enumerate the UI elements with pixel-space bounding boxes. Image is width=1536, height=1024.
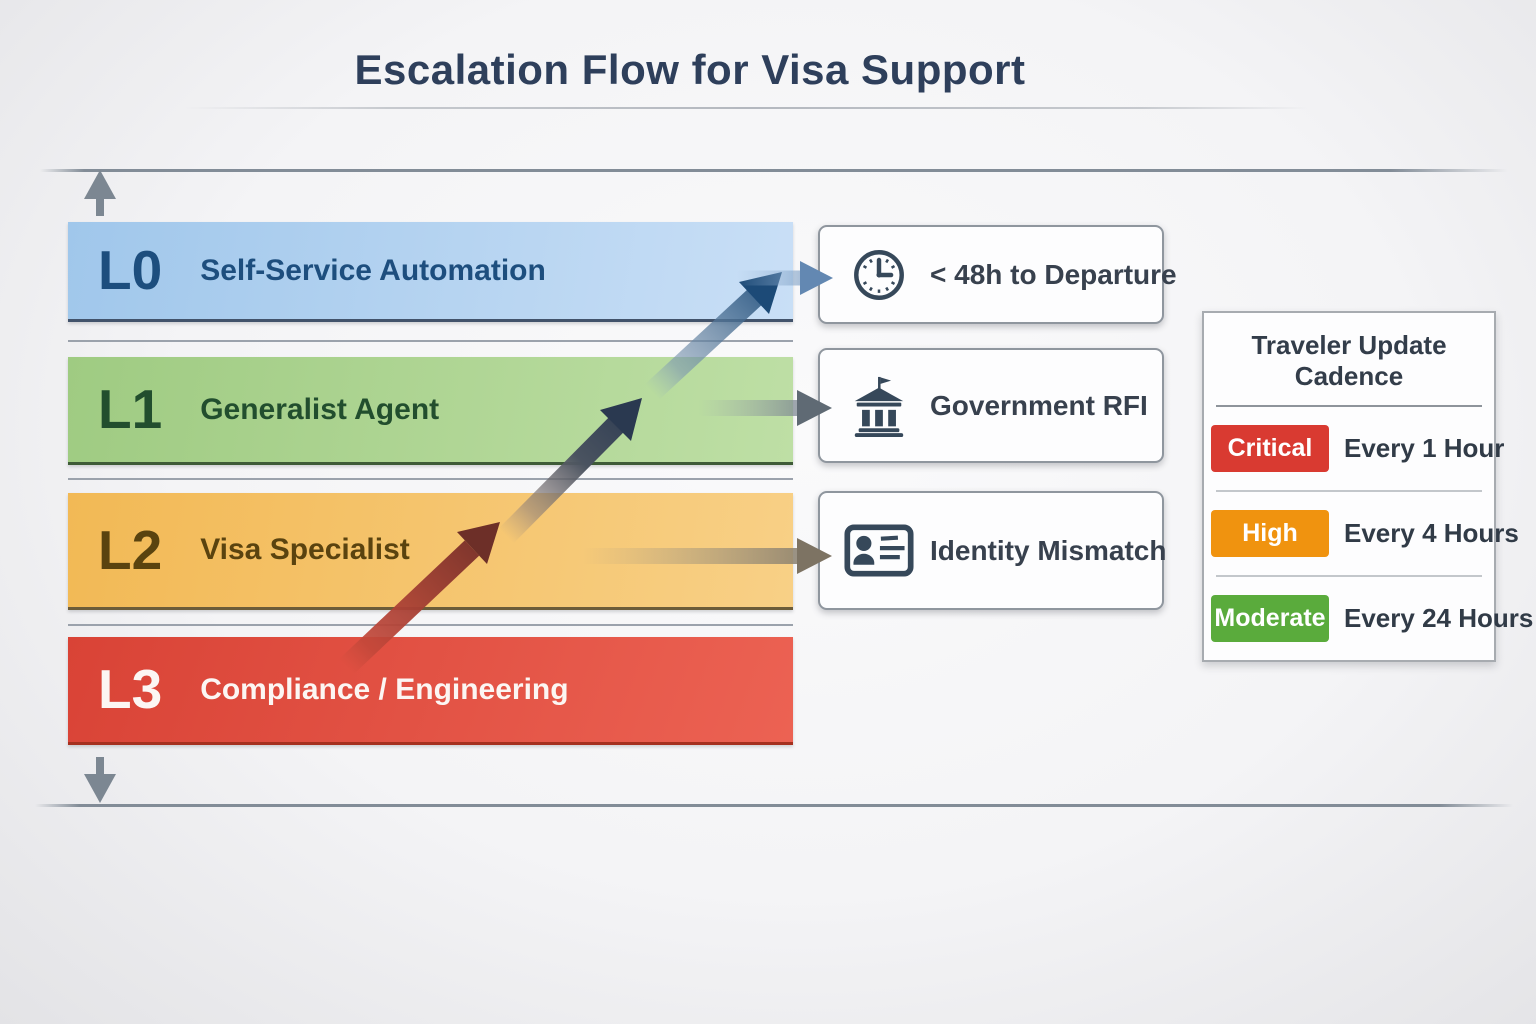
legend-row-critical: Critical Every 1 Hour <box>1204 407 1504 490</box>
bar-divider-line <box>68 340 793 342</box>
legend-row-moderate: Moderate Every 24 Hours <box>1204 577 1533 660</box>
trigger-label-identity-mismatch: Identity Mismatch <box>930 534 1167 566</box>
government-building-icon <box>844 375 914 437</box>
level-label-l3: Compliance / Engineering <box>200 672 569 706</box>
severity-badge-critical: Critical <box>1211 425 1329 472</box>
trigger-label-government-rfi: Government RFI <box>930 389 1148 421</box>
axis-line-top <box>40 169 1508 172</box>
legend-traveler-update-cadence: Traveler Update Cadence Critical Every 1… <box>1202 311 1533 662</box>
cadence-high: Every 4 Hours <box>1344 518 1519 548</box>
legend-title: Traveler Update Cadence <box>1251 330 1447 391</box>
trigger-box-government-rfi: Government RFI <box>818 348 1164 463</box>
level-label-l0: Self-Service Automation <box>200 253 546 287</box>
level-bar-l3: L3 Compliance / Engineering <box>68 637 793 745</box>
axis-down-arrow <box>84 757 116 803</box>
clock-icon <box>844 246 914 304</box>
bar-divider-line <box>68 478 793 480</box>
level-bar-l2: L2 Visa Specialist <box>68 493 793 610</box>
level-code-l0: L0 <box>98 239 163 301</box>
legend-divider <box>1216 490 1482 492</box>
severity-badge-high: High <box>1211 510 1329 557</box>
axis-up-arrow <box>84 170 116 216</box>
level-code-l2: L2 <box>98 518 163 581</box>
severity-badge-moderate: Moderate <box>1211 595 1329 642</box>
level-code-l1: L1 <box>98 378 163 440</box>
level-label-l2: Visa Specialist <box>200 533 410 566</box>
page-title: Escalation Flow for Visa Support <box>354 46 1026 93</box>
trigger-box-identity-mismatch: Identity Mismatch <box>818 491 1167 610</box>
level-bar-l1: L1 Generalist Agent <box>68 357 793 465</box>
cadence-moderate: Every 24 Hours <box>1344 603 1534 633</box>
id-card-icon <box>844 523 914 578</box>
legend-divider <box>1216 405 1482 407</box>
axis-line-bottom <box>35 804 1513 807</box>
level-bar-l0: L0 Self-Service Automation <box>68 222 793 322</box>
cadence-critical: Every 1 Hour <box>1344 433 1505 463</box>
legend-divider <box>1216 575 1482 577</box>
title-divider <box>185 107 1310 109</box>
level-label-l1: Generalist Agent <box>200 392 440 426</box>
level-code-l3: L3 <box>98 658 163 720</box>
bar-divider-line <box>68 624 793 626</box>
legend-row-high: High Every 4 Hours <box>1204 492 1519 575</box>
trigger-box-departure: < 48h to Departure <box>818 225 1177 324</box>
trigger-label-departure: < 48h to Departure <box>930 258 1177 290</box>
